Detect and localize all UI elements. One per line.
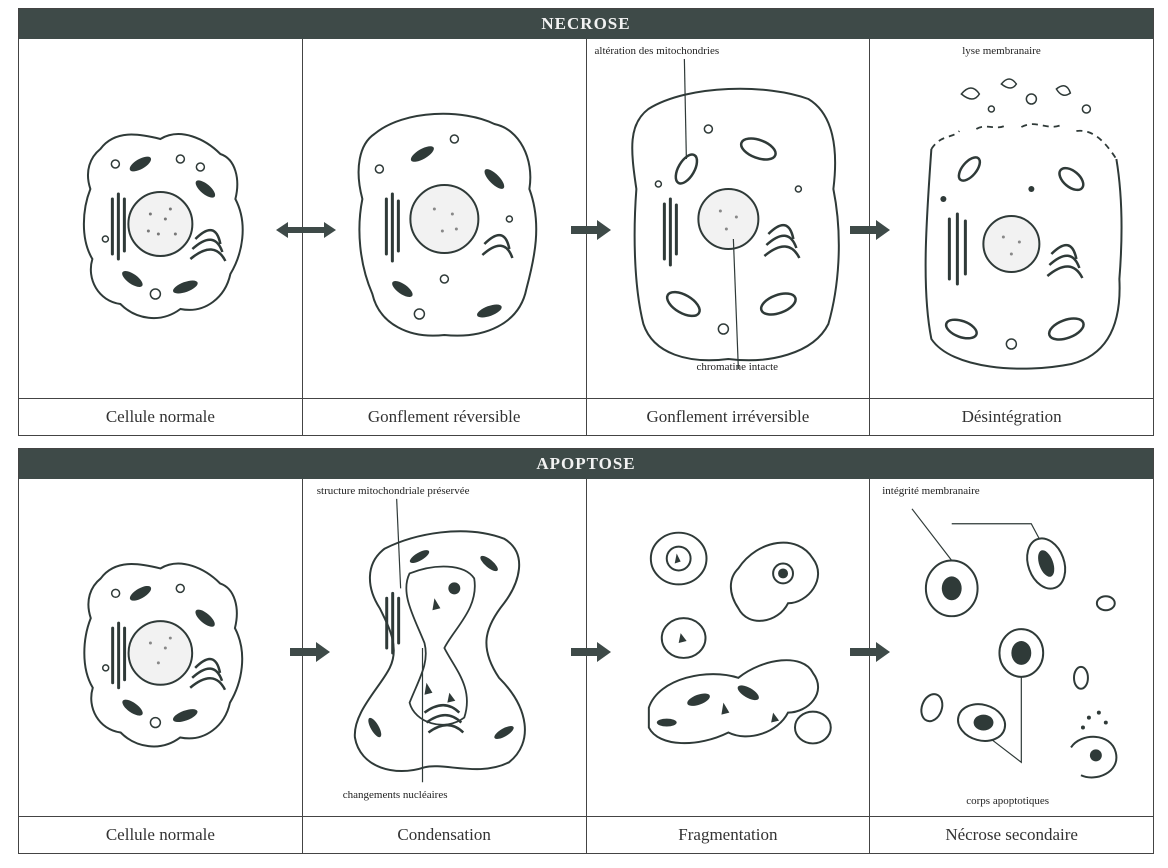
secondary-necrosis-illustration <box>870 479 1153 817</box>
apoptose-panel-necrose-secondaire: intégrité membranaire <box>870 479 1153 853</box>
arrow-right-3 <box>290 642 330 662</box>
arrow-right-1 <box>571 220 611 240</box>
normal-cell-illustration-2 <box>19 479 302 817</box>
label-chromatine-intacte: chromatine intacte <box>697 361 779 373</box>
apoptose-panel-condensation: structure mitochondriale préservée <box>303 479 587 853</box>
arrow-right-5 <box>850 642 890 662</box>
apoptose-banner: APOPTOSE <box>19 449 1153 479</box>
swollen-cell-illustration <box>303 39 586 399</box>
apoptose-panel-normal: Cellule normale <box>19 479 303 853</box>
necrose-banner: NECROSE <box>19 9 1153 39</box>
necrose-panel-gonflement-irreversible: altération des mitochondries chroma <box>587 39 871 435</box>
caption-condensation: Condensation <box>303 816 586 853</box>
caption-gonflement-irreversible: Gonflement irréversible <box>587 398 870 435</box>
label-changements-nucleaires: changements nucléaires <box>343 789 448 801</box>
caption-gonflement-reversible: Gonflement réversible <box>303 398 586 435</box>
condensation-illustration <box>303 479 586 817</box>
apoptose-panel-fragmentation: Fragmentation <box>587 479 871 853</box>
bidirectional-arrow <box>276 220 336 240</box>
caption-cellule-normale: Cellule normale <box>19 398 302 435</box>
figure-frame: NECROSE Cellule normale <box>18 8 1154 854</box>
arrow-right-4 <box>571 642 611 662</box>
normal-cell-illustration <box>19 39 302 399</box>
necrose-panel-normal: Cellule normale <box>19 39 303 435</box>
caption-fragmentation: Fragmentation <box>587 816 870 853</box>
label-corps-apoptotiques: corps apoptotiques <box>966 795 1049 807</box>
necrose-panel-desintegration: lyse membranaire Désin <box>870 39 1153 435</box>
irreversible-swelling-illustration <box>587 39 870 399</box>
necrose-panel-gonflement-reversible: Gonflement réversible <box>303 39 587 435</box>
arrow-right-2 <box>850 220 890 240</box>
caption-necrose-secondaire: Nécrose secondaire <box>870 816 1153 853</box>
fragmentation-illustration <box>587 479 870 817</box>
caption-cellule-normale-2: Cellule normale <box>19 816 302 853</box>
disintegration-illustration <box>870 39 1153 399</box>
caption-desintegration: Désintégration <box>870 398 1153 435</box>
